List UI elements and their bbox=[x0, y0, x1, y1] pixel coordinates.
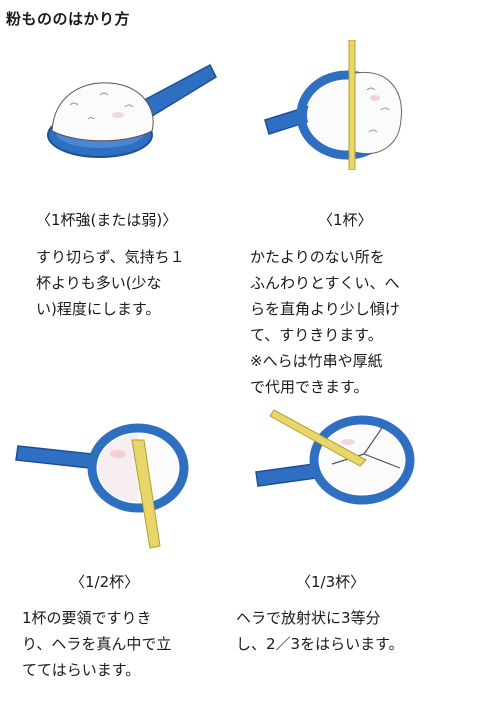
description-line: て、すりきります。 bbox=[250, 326, 383, 344]
caption-half: 〈1/2杯〉 bbox=[70, 573, 140, 591]
description-line: で代用できます。 bbox=[250, 378, 369, 396]
description-line: ててはらいます。 bbox=[22, 661, 141, 679]
caption-level: 〈1杯〉 bbox=[318, 211, 373, 229]
description-line: ふんわりとすくい、へ bbox=[250, 274, 400, 292]
description-line: 杯よりも多い(少な bbox=[36, 274, 162, 292]
description-line: ※へらは竹串や厚紙 bbox=[250, 352, 383, 370]
description-line: り、ヘラを真ん中で立 bbox=[22, 635, 172, 653]
description-line: 1杯の要領ですりき bbox=[22, 609, 152, 627]
page-title: 粉もののはかり方 bbox=[6, 10, 131, 28]
level-spoon-illustration bbox=[264, 40, 402, 170]
description-line: い)程度にします。 bbox=[36, 300, 161, 318]
half-spoon-illustration bbox=[15, 423, 189, 549]
caption-third: 〈1/3杯〉 bbox=[296, 573, 366, 591]
description-line: し、2／3をはらいます。 bbox=[236, 635, 404, 653]
third-spoon-illustration bbox=[255, 409, 415, 505]
description-heaping: すり切らず、気持ち１ 杯よりも多い(少な い)程度にします。 bbox=[36, 244, 185, 322]
description-line: すり切らず、気持ち１ bbox=[36, 248, 185, 266]
description-level: かたよりのない所を ふんわりとすくい、へ らを直角より少し傾け て、すりきります… bbox=[250, 244, 400, 400]
description-third: ヘラで放射状に3等分 し、2／3をはらいます。 bbox=[236, 605, 404, 657]
description-line: らを直角より少し傾け bbox=[250, 300, 400, 318]
caption-heaping: 〈1杯強(または弱)〉 bbox=[36, 211, 178, 229]
description-line: かたよりのない所を bbox=[250, 248, 385, 266]
description-half: 1杯の要領ですりき り、ヘラを真ん中で立 ててはらいます。 bbox=[22, 605, 171, 683]
description-line: ヘラで放射状に3等分 bbox=[236, 609, 381, 627]
heaping-spoon-illustration bbox=[47, 63, 217, 158]
